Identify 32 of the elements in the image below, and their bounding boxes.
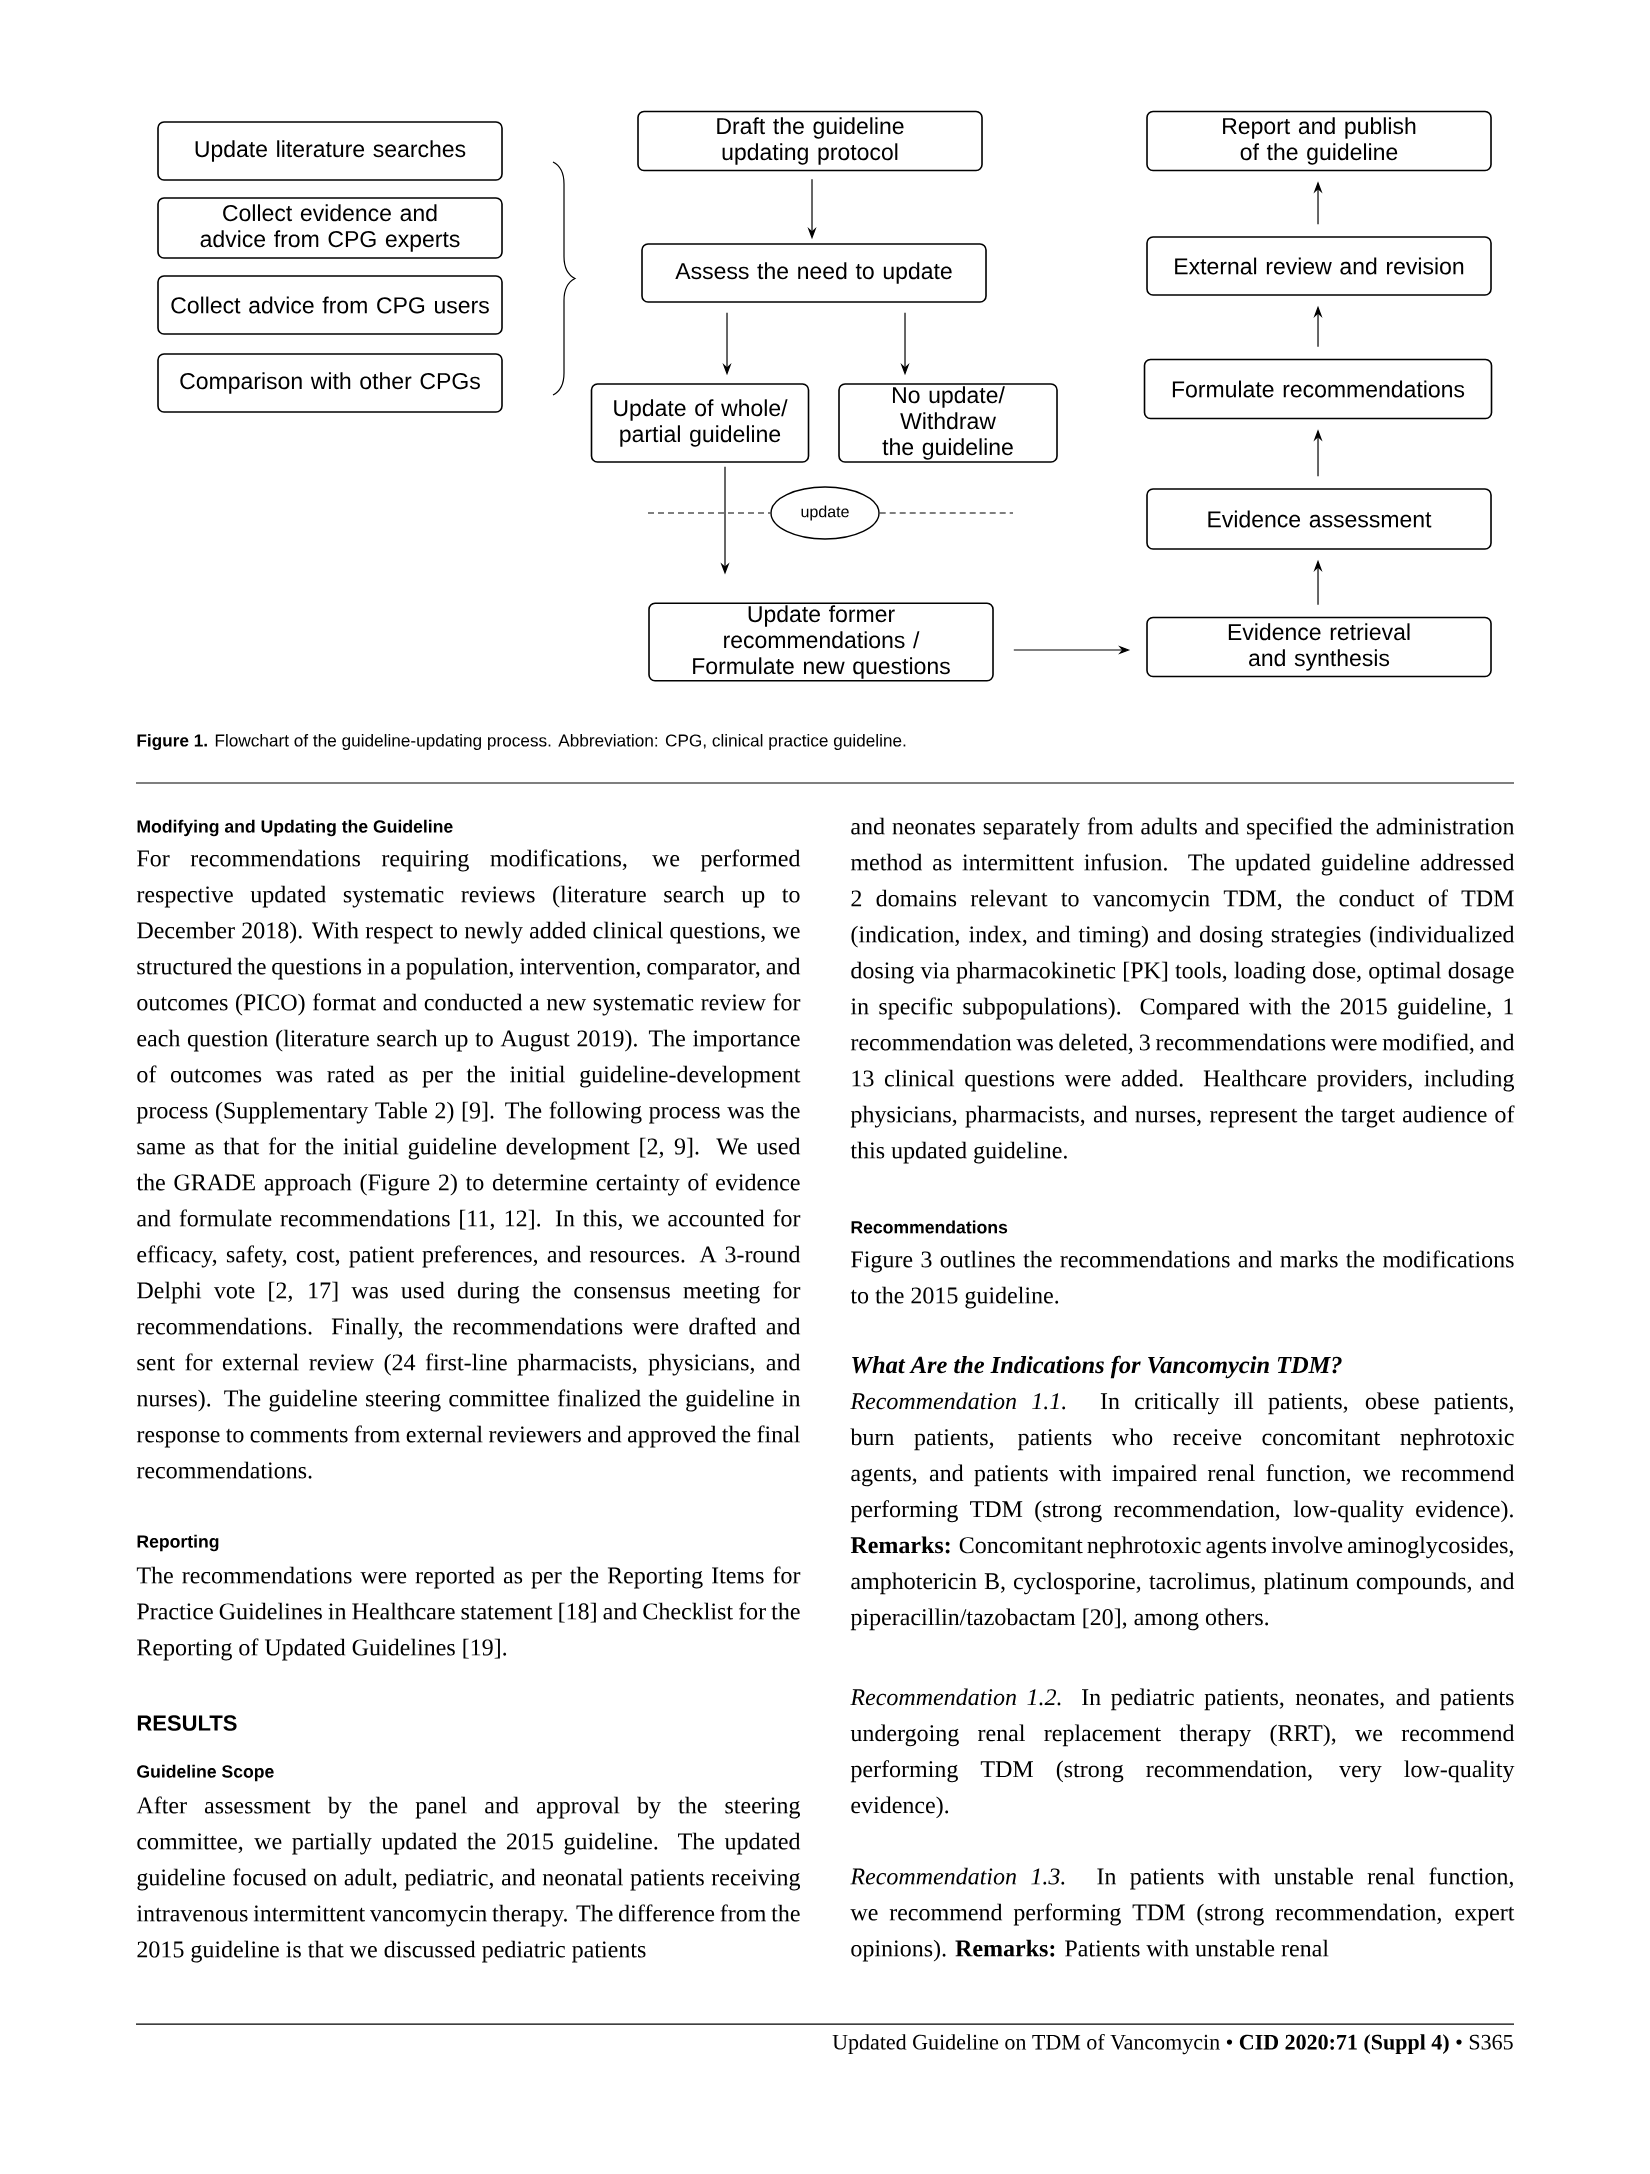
body-paragraph: Recommendation 1.1. In critically ill patients, obese patients, burn patients, patients who receive concomitant nephrotoxic agents, and patients with impaired renal function, we recommend performing TDM (strong recommendation, low-quality evidence). Remarks: Concomitant nephrotoxic agents involve aminoglycosides, amphotericin B, cyclosporine, tacrolimus, platinum compounds, and piperacillin/tazobactam [20], among others. [850, 1392, 1515, 1631]
question-heading: What Are the Indications for Vancomycin TDM? [852, 1355, 1342, 1379]
source-box: Update literature searches [157, 121, 503, 181]
process-box: Update of whole/ partial guideline [590, 383, 810, 463]
process-box: Evidence assessment [1146, 488, 1492, 550]
body-paragraph: and neonates separately from adults and specified the administration method as intermittent infusion. The updated guideline addressed 2 domains relevant to vancomycin TDM, the conduct of TDM (indication, index, and timing) and dosing strategies (individualized dosing via pharmacokinetic [PK] tools, loading dose, optimal dosage in specific subpopulations). Compared with the 2015 guideline, 1 recommendation was deleted, 3 recommendations were modified, and 13 clinical questions were added. Healthcare providers, including physicians, pharmacists, and nurses, represent the target audience of this updated guideline. [850, 817, 1515, 1164]
process-box: Formulate recommendations [1143, 358, 1493, 420]
figure-caption: Figure 1. Flowchart of the guideline-updating process. Abbreviation: CPG, clinical practice guideline. [137, 733, 906, 751]
process-box: Evidence retrieval and synthesis [1146, 616, 1492, 678]
source-box: Comparison with other CPGs [157, 353, 503, 413]
page-footer: Updated Guideline on TDM of Vancomycin • CID 2020:71 (Suppl 4) • S365 [832, 2033, 1513, 2055]
body-paragraph: For recommendations requiring modifications, we performed respective updated systematic reviews (literature search up to December 2018). With respect to newly added clinical questions, we structured the questions in a population, intervention, comparator, and outcomes (PICO) format and conducted a new systematic review for each question (literature search up to August 2019). The importance of outcomes was rated as per the initial guideline-development process (Supplementary Table 2) [9]. The following process was the same as that for the initial guideline development [2, 9]. We used the GRADE approach (Figure 2) to determine certainty of evidence and formulate recommendations [11, 12]. In this, we accounted for efficacy, safety, cost, patient preferences, and resources. A 3-round Delphi vote [2, 17] was used during the consensus meeting for recommendations. Finally, the recommendations were drafted and sent for external review (24 first-line pharmacists, physicians, and nurses). The guideline steering committee finalized the guideline in response to comments from external reviewers and approved the final recommendations. [136, 849, 801, 1479]
section-heading: Recommendations [851, 1220, 1008, 1234]
section-title: RESULTS [137, 1715, 237, 1731]
body-paragraph: The recommendations were reported as per the Reporting Items for Practice Guidelines in Healthcare statement [18] and Checklist for the Reporting of Updated Guidelines [19]. [136, 1566, 801, 1661]
section-heading: Modifying and Updating the Guideline [137, 819, 453, 837]
body-paragraph: Recommendation 1.3. In patients with unstable renal function, we recommend performing TDM (strong recommendation, expert opinions). Remarks: Patients with unstable renal [850, 1867, 1515, 1962]
body-paragraph: Recommendation 1.2. In pediatric patients, neonates, and patients undergoing renal replacement therapy (RRT), we recommend performing TDM (strong recommendation, very low-quality evidence). [850, 1688, 1515, 1819]
process-box: Draft the guideline updating protocol [637, 110, 983, 172]
process-box: Update former recommendations / Formulate new questions [648, 602, 994, 682]
source-box: Collect advice from CPG users [157, 275, 503, 335]
dashed-line [647, 512, 771, 514]
source-box: Collect evidence and advice from CPG experts [157, 197, 503, 259]
process-box: No update/ Withdraw the guideline [838, 383, 1058, 463]
section-heading: Reporting [137, 1534, 219, 1552]
process-box: Report and publish of the guideline [1146, 110, 1492, 172]
body-paragraph: Figure 3 outlines the recommendations and marks the modifications to the 2015 guideline. [850, 1250, 1514, 1309]
dashed-line [879, 512, 1014, 514]
process-box: External review and revision [1146, 236, 1492, 296]
body-paragraph: After assessment by the panel and approval by the steering committee, we partially updated the 2015 guideline. The updated guideline focused on adult, pediatric, and neonatal patients receiving intravenous intermittent vancomycin therapy. The difference from the 2015 guideline is that we discussed pediatric patients [136, 1796, 801, 1963]
section-heading: Guideline Scope [137, 1764, 274, 1782]
process-box: Assess the need to update [641, 243, 987, 303]
